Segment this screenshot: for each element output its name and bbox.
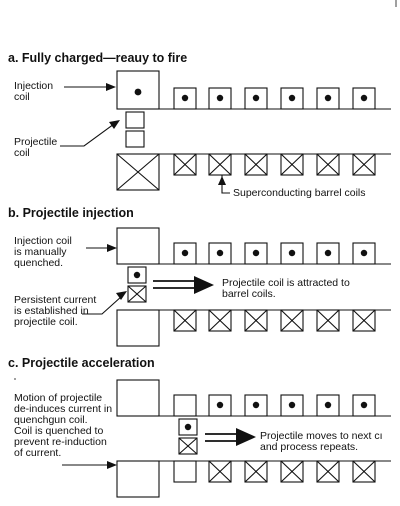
lower-injection-coil-c — [116, 460, 160, 498]
barrel-coils-label: Superconducting barrel coils — [233, 187, 366, 199]
lower-barrel-coils — [173, 153, 376, 176]
moves-label: Projectile moves to next cı and process … — [260, 430, 383, 453]
projectile-coil-bottom — [125, 130, 145, 148]
attracted-label: Projectile coil is attracted to barrel c… — [222, 277, 350, 300]
upper-barrel-coils-b — [173, 242, 376, 265]
panel-c-heading: c. Projectile acceleration — [8, 356, 155, 370]
lower-barrel-coils-b — [173, 309, 376, 332]
injection-coil-label: Injection coil — [14, 80, 54, 103]
lower-barrel-coils-c — [173, 460, 376, 483]
quenched-coil-c — [116, 379, 160, 417]
projectile-coil-cross-c — [178, 437, 198, 455]
motion-label: Motion of projectile de-induces current … — [14, 392, 113, 459]
panel-a-heading: a. Fully charged—reauy to fire — [8, 51, 188, 65]
quenched-label: Injection coil is manually quenched. — [14, 235, 72, 269]
persistent-current-label: Persistent current is established in pro… — [14, 294, 97, 328]
projectile-leader — [60, 123, 115, 147]
projectile-coil-dot — [127, 266, 147, 284]
lower-injection-coil-b — [116, 309, 160, 347]
persistent-leader — [82, 295, 123, 315]
quenched-injection-coil — [116, 227, 160, 265]
panel-c-drawing — [14, 378, 391, 498]
projectile-coil-cross — [127, 285, 147, 303]
upper-barrel-coils — [173, 87, 376, 110]
injection-coil — [116, 70, 160, 110]
injection-coil-lower — [116, 153, 160, 191]
dot-symbol — [134, 88, 142, 96]
panel-b-drawing — [82, 227, 391, 347]
projectile-coil-top — [125, 111, 145, 129]
projectile-coil-dot-c — [178, 418, 198, 436]
panel-b-heading: b. Projectile injection — [8, 206, 134, 220]
panel-a-drawing — [60, 70, 391, 194]
projectile-coil-label: Projectile coil — [14, 136, 58, 159]
upper-barrel-coils-c — [173, 394, 376, 417]
